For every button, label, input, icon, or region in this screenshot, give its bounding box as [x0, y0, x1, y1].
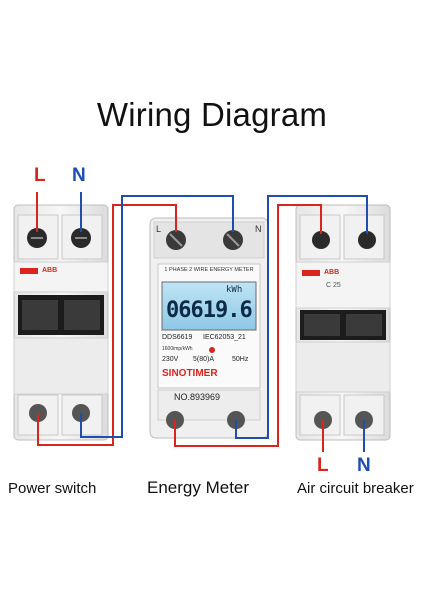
- abb-logo-icon: [302, 270, 320, 276]
- meter-serial: NO.893969: [174, 392, 221, 402]
- live-output-label: L: [317, 455, 329, 476]
- meter-header: 1 PHASE 2 WIRE ENERGY METER: [164, 267, 254, 273]
- meter-frequency: 50Hz: [232, 356, 249, 363]
- right-breaker-brand: ABB: [324, 269, 340, 276]
- power-switch-caption: Power switch: [8, 480, 97, 497]
- meter-terminal-n: N: [255, 224, 262, 234]
- power-switch-breaker: [13, 204, 109, 441]
- live-input-label: L: [34, 165, 46, 186]
- energy-meter: [149, 217, 269, 439]
- right-breaker-rating: C 25: [326, 282, 341, 289]
- air-circuit-breaker: [295, 204, 391, 441]
- neutral-wire-to-meter: [80, 195, 234, 438]
- meter-unit: kWh: [226, 285, 243, 295]
- meter-model: DDS6619: [162, 334, 193, 341]
- air-breaker-caption: Air circuit breaker: [297, 480, 414, 497]
- neutral-input-label: N: [72, 165, 86, 186]
- meter-reading: 06619.6: [166, 298, 253, 323]
- meter-current: 5(80)A: [193, 356, 215, 363]
- lcd-display: [161, 281, 257, 331]
- neutral-wire-to-breaker: [235, 195, 368, 439]
- terminal-screw-icon: [312, 231, 330, 249]
- meter-voltage: 230V: [162, 356, 179, 363]
- live-wire-to-breaker: [174, 204, 322, 447]
- energy-meter-caption: Energy Meter: [147, 478, 250, 497]
- left-breaker-brand: ABB: [42, 267, 58, 274]
- diagram-title: Wiring Diagram: [96, 96, 328, 133]
- meter-standard: IEC62053_21: [203, 334, 246, 341]
- terminal-screw-icon: [358, 231, 376, 249]
- live-wire-to-meter: [37, 204, 177, 446]
- meter-brand: SINOTIMER: [162, 368, 218, 379]
- neutral-output-label: N: [357, 455, 371, 476]
- meter-imp: 1600imp/kWh: [162, 346, 193, 352]
- meter-terminal-l: L: [156, 224, 162, 234]
- abb-logo-icon: [20, 268, 38, 274]
- pulse-led-icon: [209, 347, 215, 353]
